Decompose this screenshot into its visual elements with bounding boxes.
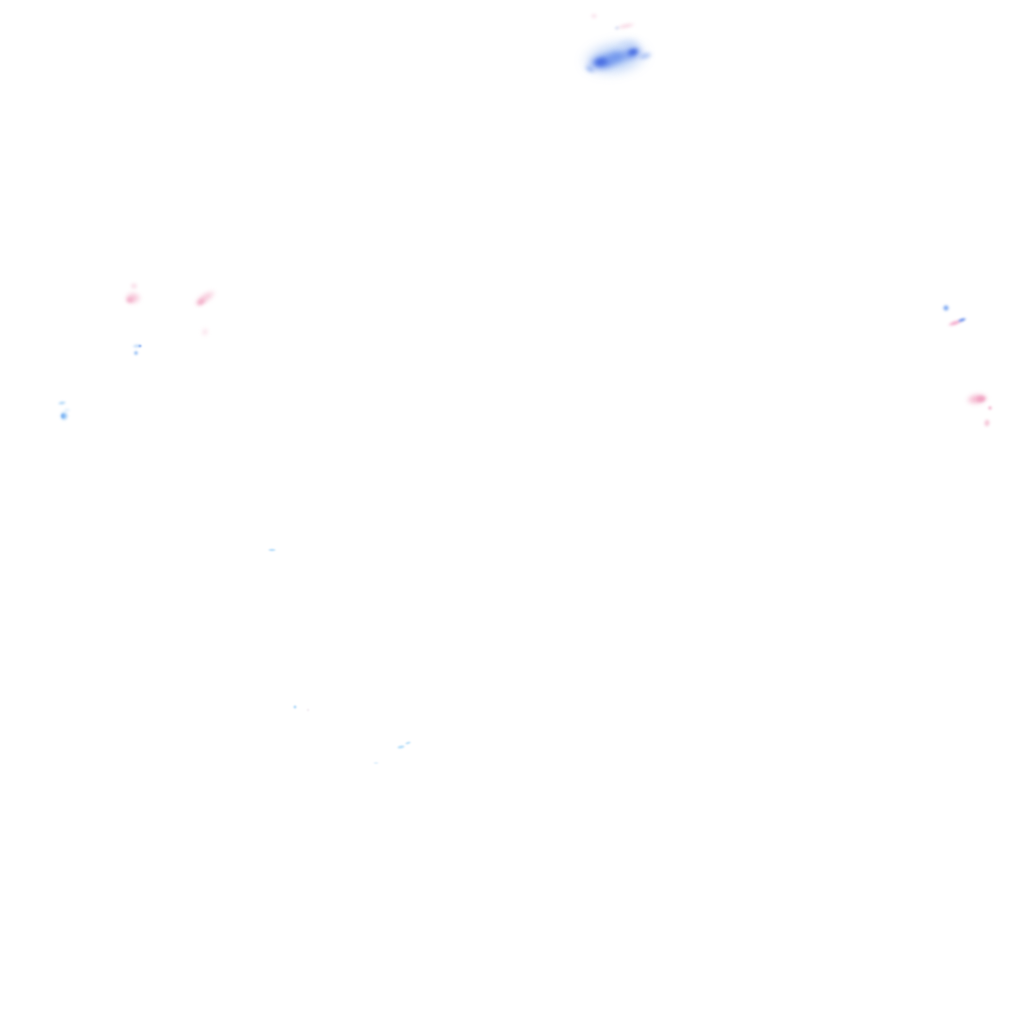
echo-farleft-blue-wisp — [63, 408, 71, 412]
echo-left-pink-dot — [130, 282, 138, 290]
echo-right-pink-dot — [987, 405, 993, 411]
echo-right-pink-blob — [964, 391, 990, 407]
echo-main-right-tail — [636, 51, 654, 61]
echo-main-mid-lobe — [604, 47, 630, 67]
echo-main-right-core — [626, 46, 640, 58]
echo-main-left-spur — [583, 63, 597, 75]
echo-low-faint-speck — [306, 708, 310, 712]
echo-right-streak-blue — [956, 316, 968, 324]
echo-right-streak-pink — [946, 318, 964, 328]
echo-main-top-halo — [612, 35, 644, 55]
echo-left-pink-blob-core — [125, 296, 135, 304]
echo-left-pink-wisp — [199, 325, 211, 339]
echo-right-pink-comma — [982, 417, 992, 429]
echo-right-pink-blob-core — [974, 394, 988, 404]
echo-left-pink-blob-halo — [124, 291, 142, 305]
echo-main-right-lobe — [619, 43, 645, 63]
echo-low-blue-dash-b — [404, 740, 412, 746]
echo-farleft-blue-core — [60, 413, 66, 419]
echo-left-blue-dash-core — [138, 344, 142, 348]
echo-left-pink-streak — [191, 286, 219, 310]
echo-center-blue-dash — [267, 548, 277, 552]
echo-low-blue-dash-c — [373, 762, 379, 764]
echo-left-pink-streak-core — [194, 296, 208, 308]
echo-right-blue-dot — [942, 304, 950, 312]
echo-top-wisp-blue-tip — [613, 25, 621, 31]
echo-main-left-lobe — [585, 50, 621, 74]
echo-farleft-blue-dash — [57, 400, 67, 406]
echo-left-blue-dot — [133, 350, 139, 356]
echo-top-pink-wisp — [615, 21, 637, 31]
echo-low-blue-dash-a — [396, 744, 406, 750]
echo-main-halo — [577, 35, 653, 81]
echo-low-blue-speck — [293, 705, 297, 709]
echo-main-left-core — [592, 56, 610, 68]
echo-top-pink-dot — [590, 13, 598, 19]
echo-left-blue-dash — [131, 343, 143, 349]
echo-farleft-blue-blob — [59, 411, 69, 421]
